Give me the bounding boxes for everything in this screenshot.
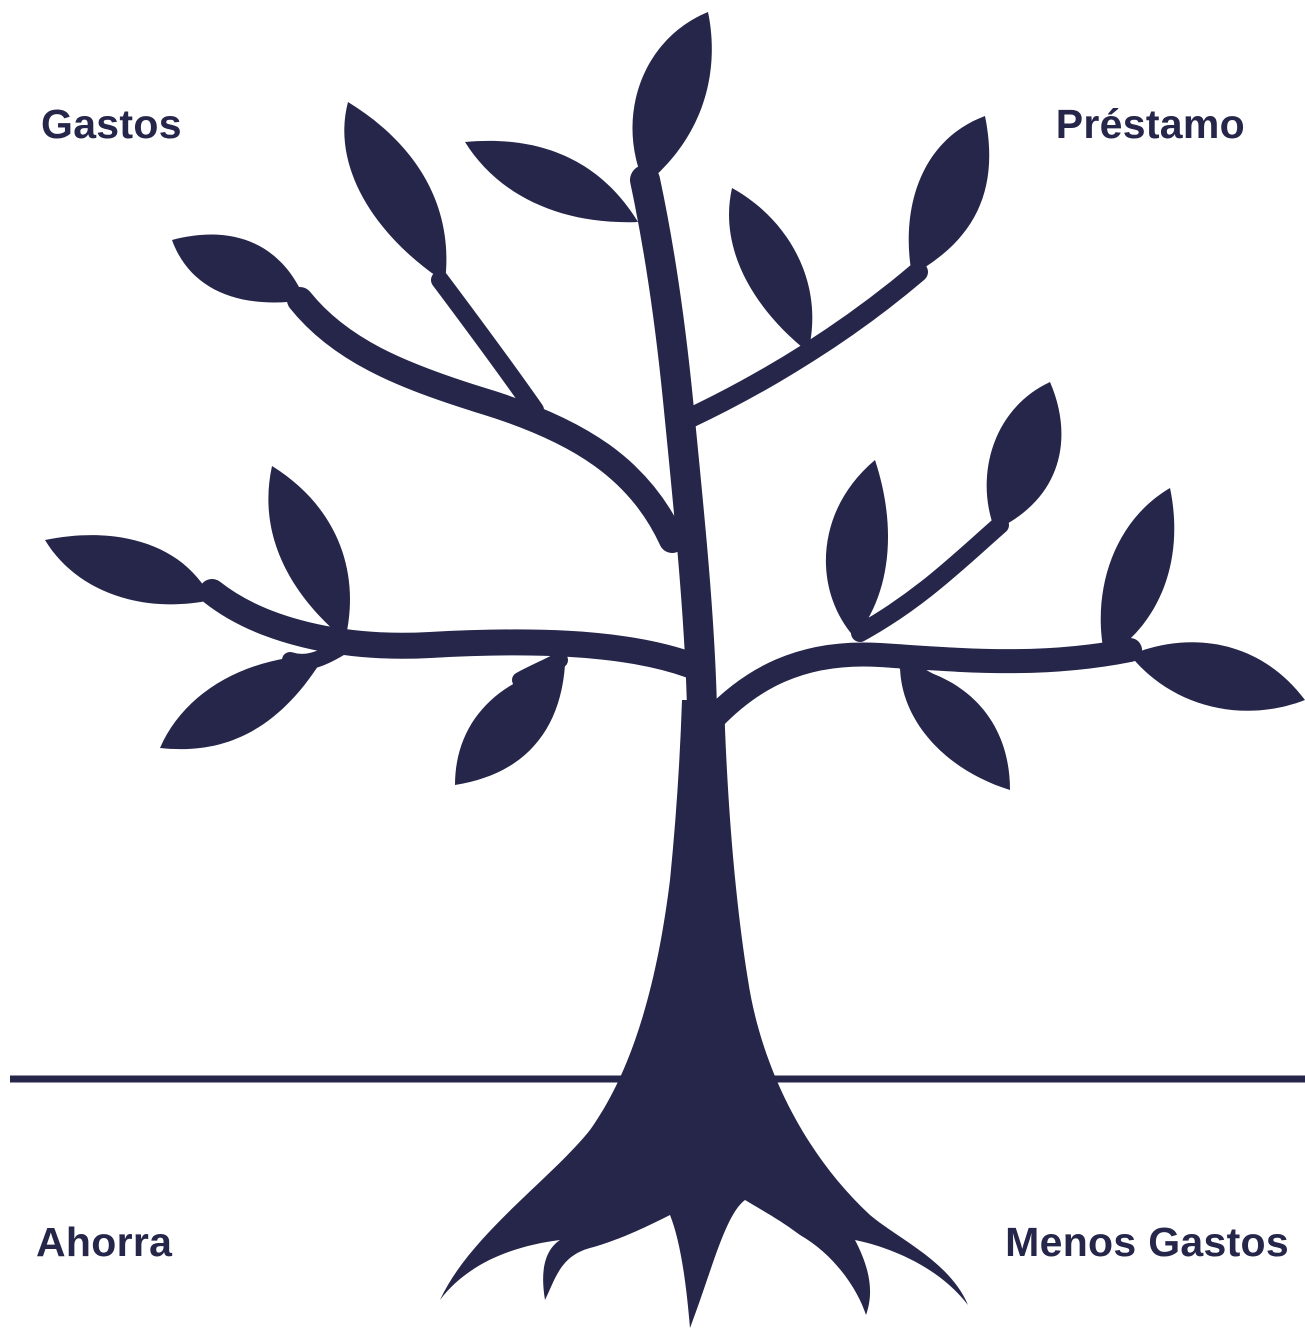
leaf bbox=[1101, 488, 1175, 658]
leaf bbox=[987, 382, 1062, 530]
leaf bbox=[632, 12, 711, 185]
leaf bbox=[1130, 642, 1305, 711]
tree-trunk bbox=[440, 700, 968, 1328]
leaf bbox=[465, 141, 638, 222]
leaf bbox=[172, 235, 305, 303]
leaf bbox=[160, 655, 325, 749]
leaf bbox=[344, 102, 446, 282]
leaf bbox=[45, 535, 212, 604]
leaf bbox=[909, 116, 990, 275]
leaf bbox=[729, 188, 812, 352]
leaf bbox=[900, 665, 1010, 790]
central-stem bbox=[645, 180, 702, 710]
leaf bbox=[455, 665, 565, 785]
branch-lower-left bbox=[212, 592, 690, 665]
leaf bbox=[826, 460, 888, 638]
